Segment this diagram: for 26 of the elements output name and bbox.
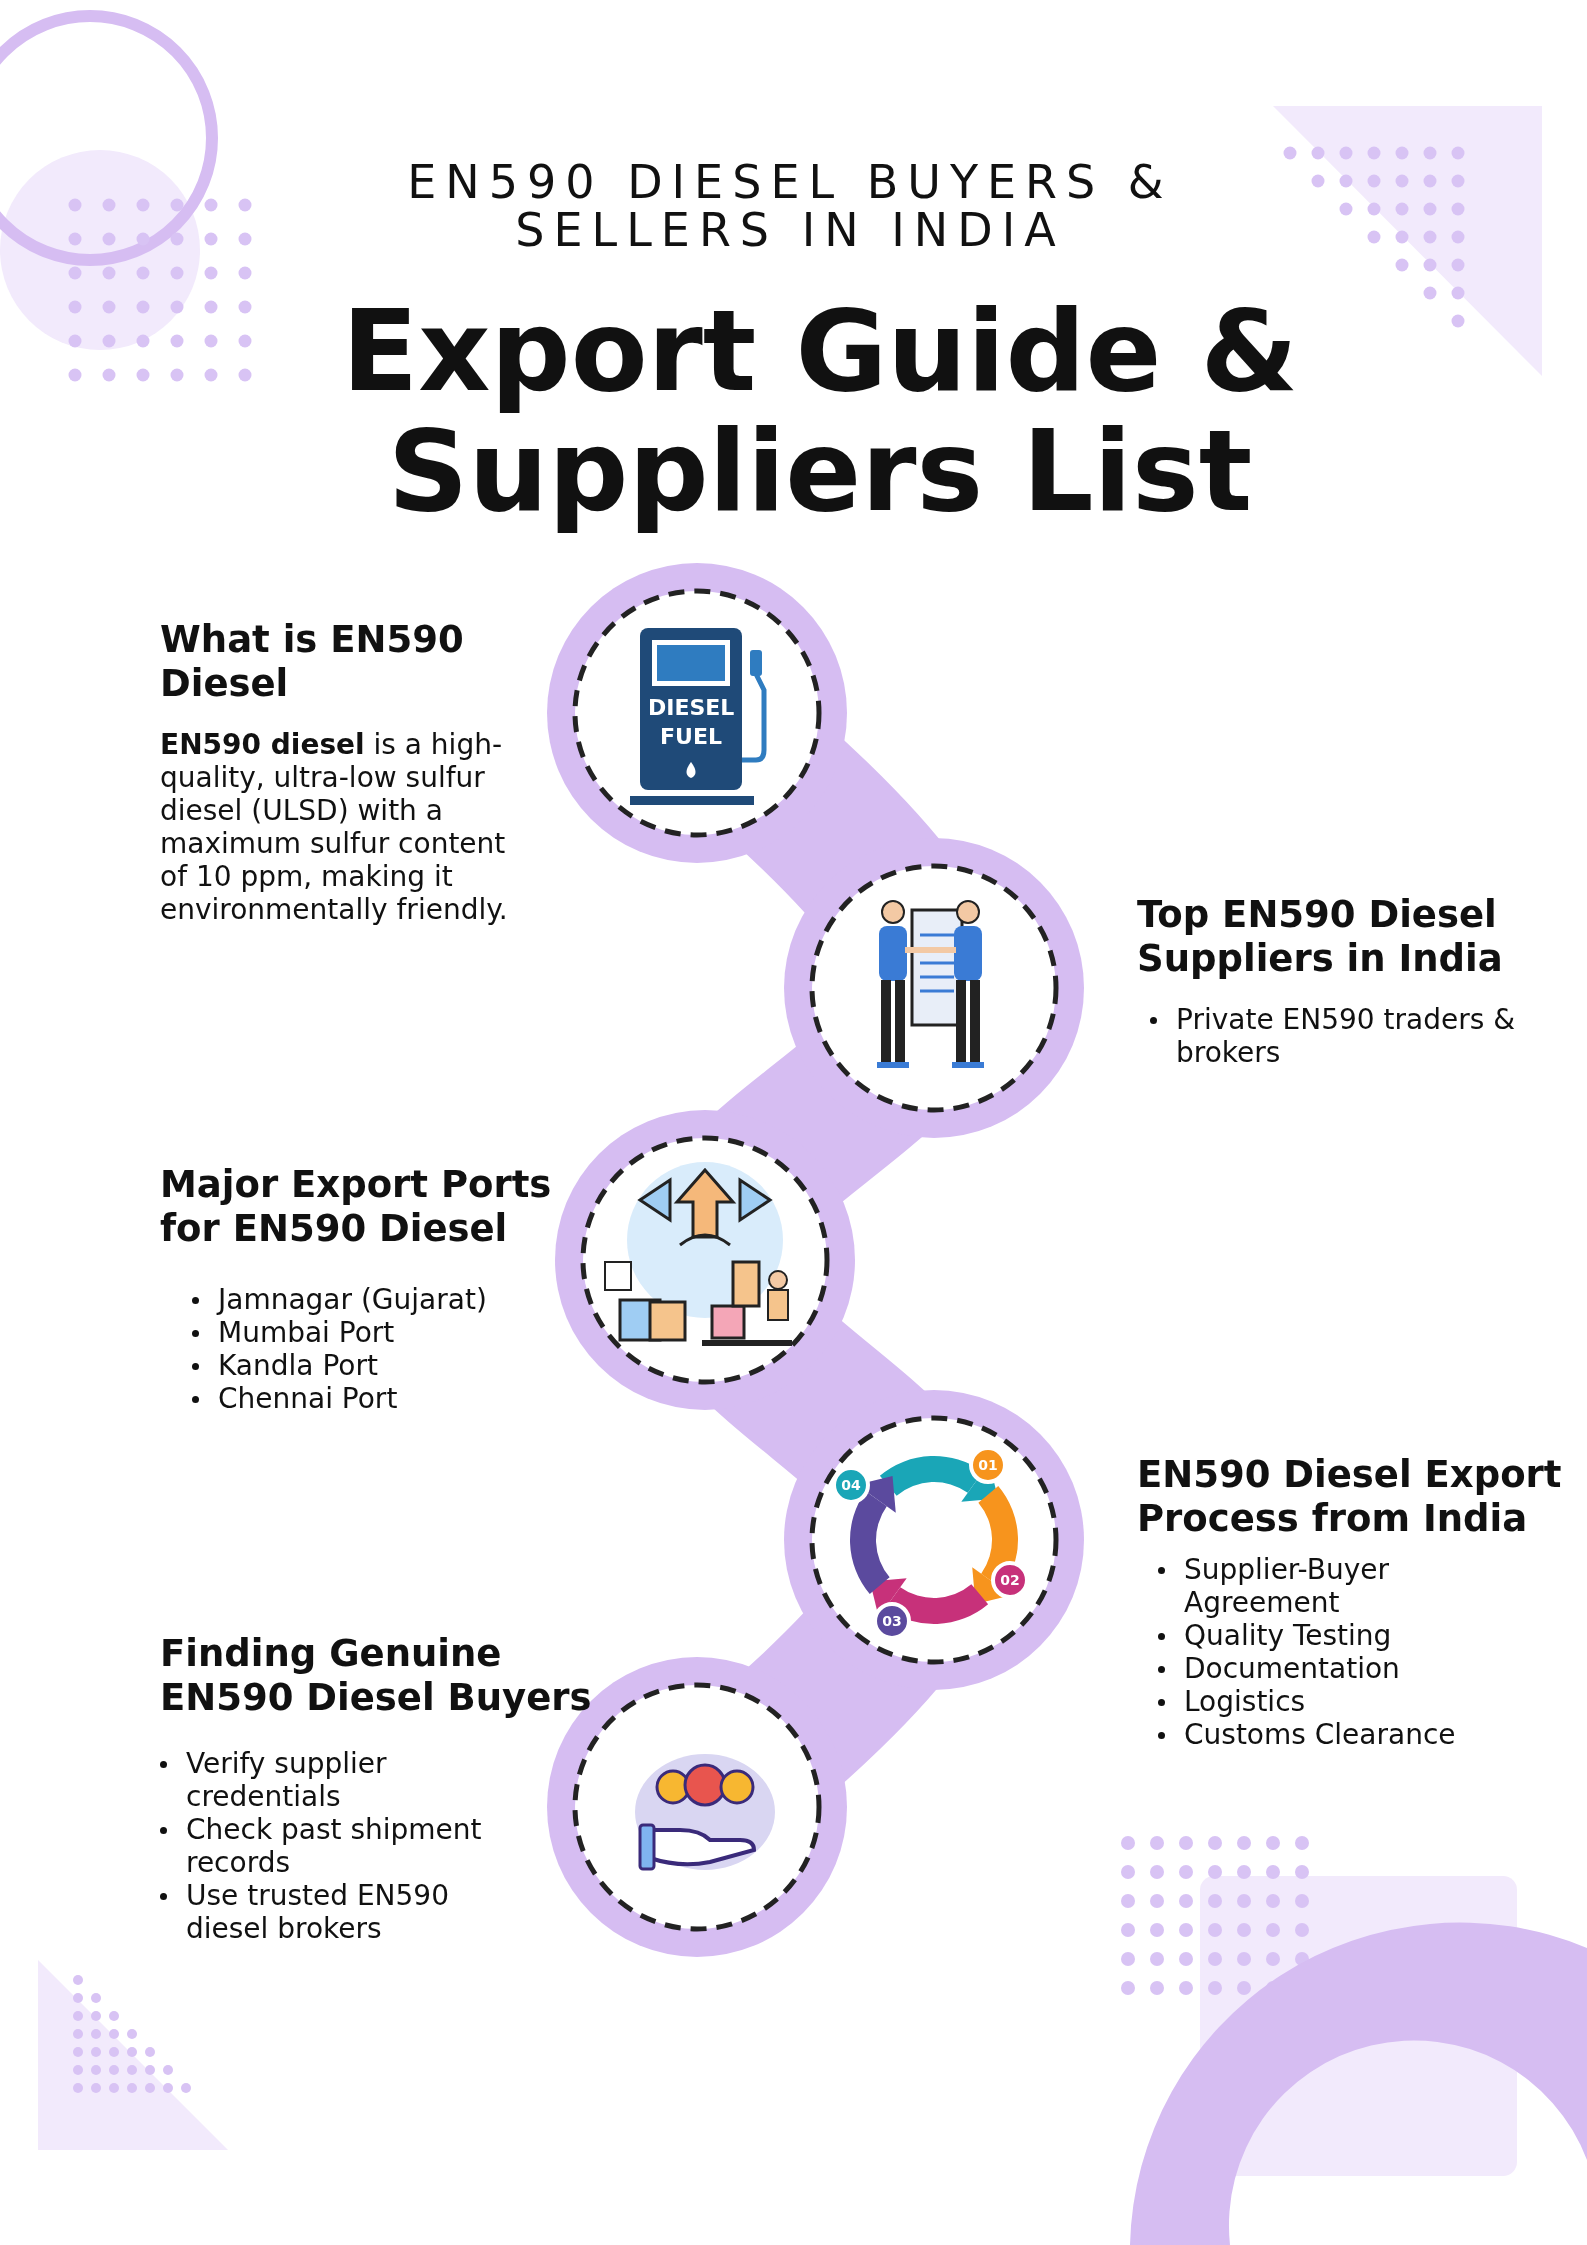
step-number: 01	[977, 1456, 999, 1474]
step-number: 04	[840, 1476, 862, 1494]
section-heading: EN590 Diesel Export Process from India	[1137, 1453, 1563, 1542]
list-item: Private EN590 traders & brokers	[1176, 1003, 1515, 1070]
title: Export Guide & Suppliers List	[340, 292, 1300, 532]
list-item: Mumbai Port	[218, 1316, 395, 1350]
step-number: 03	[881, 1612, 903, 1630]
section-heading: Finding Genuine EN590 Diesel Buyers	[160, 1632, 593, 1721]
list-item: Use trusted EN590 diesel brokers	[186, 1879, 449, 1946]
pump-label: DIESEL FUEL	[648, 694, 734, 751]
list-item: Quality Testing	[1184, 1619, 1392, 1653]
list-item: Logistics	[1184, 1685, 1306, 1719]
list-item: Chennai Port	[218, 1382, 398, 1416]
section-heading: What is EN590 Diesel	[160, 618, 465, 707]
list-item: Documentation	[1184, 1652, 1400, 1686]
description-text: EN590 diesel is a high-quality, ultra-low sulfur diesel (ULSD) with a maximum sulfur content of 10 ppm, making it environmentally friendly.	[160, 728, 509, 927]
list-item: Supplier-Buyer Agreement	[1184, 1553, 1389, 1620]
list-item: Customs Clearance	[1184, 1718, 1456, 1752]
section-heading: Top EN590 Diesel Suppliers in India	[1137, 893, 1504, 982]
list-item: Check past shipment records	[186, 1813, 482, 1880]
subtitle: EN590 DIESEL BUYERS & SELLERS IN INDIA	[406, 158, 1174, 255]
list-item: Jamnagar (Gujarat)	[218, 1283, 487, 1316]
list-item: Kandla Port	[218, 1349, 378, 1383]
step-number: 02	[999, 1571, 1021, 1589]
section-heading: Major Export Ports for EN590 Diesel	[160, 1163, 553, 1252]
list-item: Verify supplier credentials	[186, 1747, 387, 1814]
